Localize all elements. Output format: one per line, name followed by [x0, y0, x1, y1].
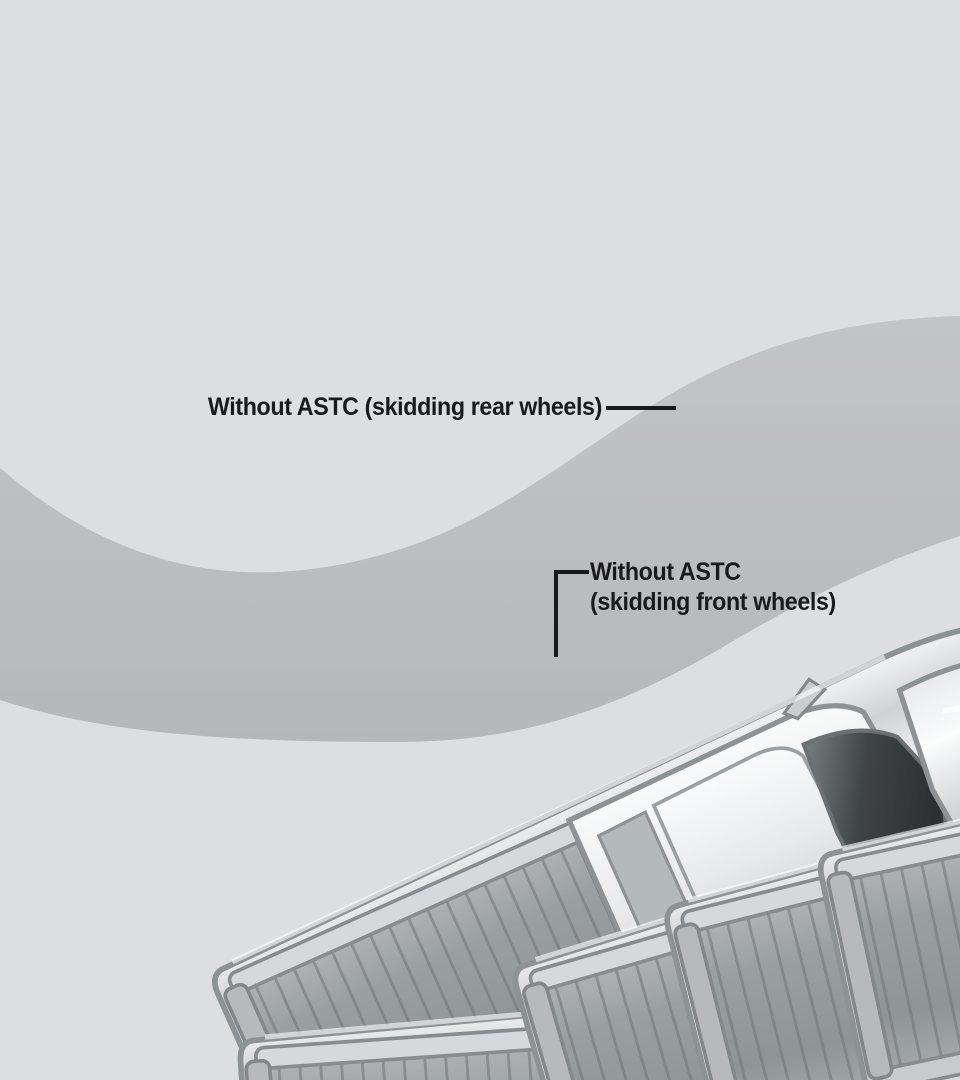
road-band	[0, 316, 960, 742]
label-without-astc-rear: Without ASTC (skidding rear wheels)	[207, 393, 602, 421]
leader-line-front	[554, 570, 589, 657]
label-without-astc-front-line2: (skidding front wheels)	[590, 588, 836, 616]
label-without-astc-front-line1: Without ASTC	[590, 558, 741, 586]
